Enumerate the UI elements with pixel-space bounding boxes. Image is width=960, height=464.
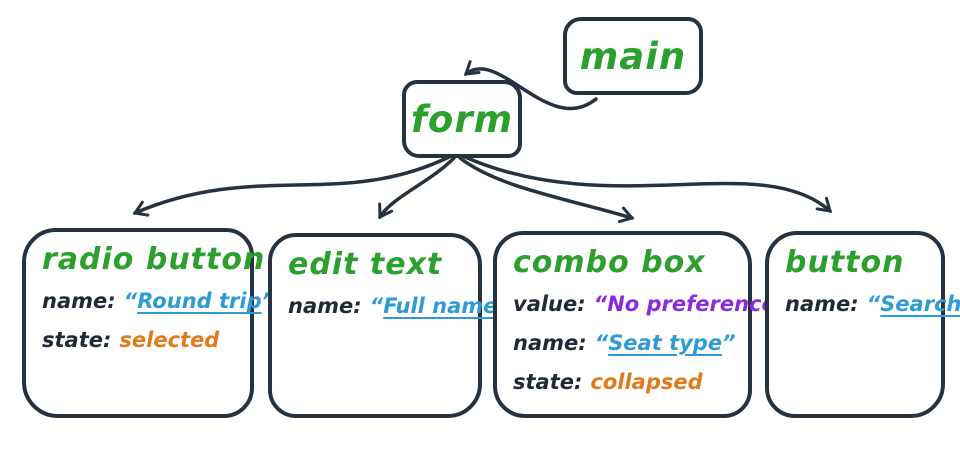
node-combo-box-title: combo box: [513, 245, 706, 280]
node-combo-box: combo box value:“No preference” name:“Se…: [493, 231, 789, 418]
open-quote: “: [866, 292, 881, 316]
arrow-form-to-button: [463, 155, 833, 213]
arrow-form-to-combo-box: [458, 156, 635, 224]
open-quote: “: [123, 289, 138, 313]
property-key: state:: [42, 328, 112, 352]
radio-button-name-value: Round trip: [137, 289, 262, 313]
close-quote: ”: [722, 331, 736, 355]
node-radio-button-title: radio button: [42, 242, 266, 277]
combo-box-name-row: name: “Seat type”: [513, 331, 736, 355]
node-edit-text: edit text name:“Full name”: [268, 233, 511, 418]
node-main: main: [563, 17, 703, 95]
combo-box-value-row: value:“No preference”: [513, 292, 789, 316]
property-key: name:: [785, 292, 859, 316]
combo-box-state-value: collapsed: [590, 370, 703, 394]
edit-text-name-value: Full name: [383, 294, 498, 318]
arrow-form-to-radio-button: [132, 155, 451, 217]
radio-button-state-row: state: selected: [42, 328, 238, 352]
combo-box-value-value: No preference: [607, 292, 776, 316]
property-key: state:: [513, 370, 583, 394]
property-key: value:: [513, 292, 586, 316]
property-key: name:: [42, 289, 116, 313]
open-quote: “: [593, 292, 608, 316]
radio-button-state-value: selected: [119, 328, 220, 352]
node-main-label: main: [579, 34, 687, 78]
open-quote: “: [594, 331, 609, 355]
combo-box-state-row: state: collapsed: [513, 370, 736, 394]
property-key: name:: [288, 294, 362, 318]
arrow-form-to-edit-text: [378, 156, 456, 220]
node-form: form: [402, 80, 522, 158]
node-radio-button: radio button name:“Round trip” state:sel…: [22, 228, 275, 418]
node-button: button name:“Search”: [765, 231, 960, 418]
button-name-value: Search: [880, 292, 960, 316]
open-quote: “: [369, 294, 384, 318]
combo-box-name-value: Seat type: [608, 331, 723, 355]
radio-button-name-row: name:“Round trip”: [42, 289, 275, 313]
property-key: name:: [513, 331, 587, 355]
edit-text-name-row: name:“Full name”: [288, 294, 511, 318]
node-edit-text-title: edit text: [288, 247, 443, 282]
node-form-label: form: [410, 97, 514, 141]
button-name-row: name:“Search”: [785, 292, 960, 316]
node-button-title: button: [785, 245, 905, 280]
